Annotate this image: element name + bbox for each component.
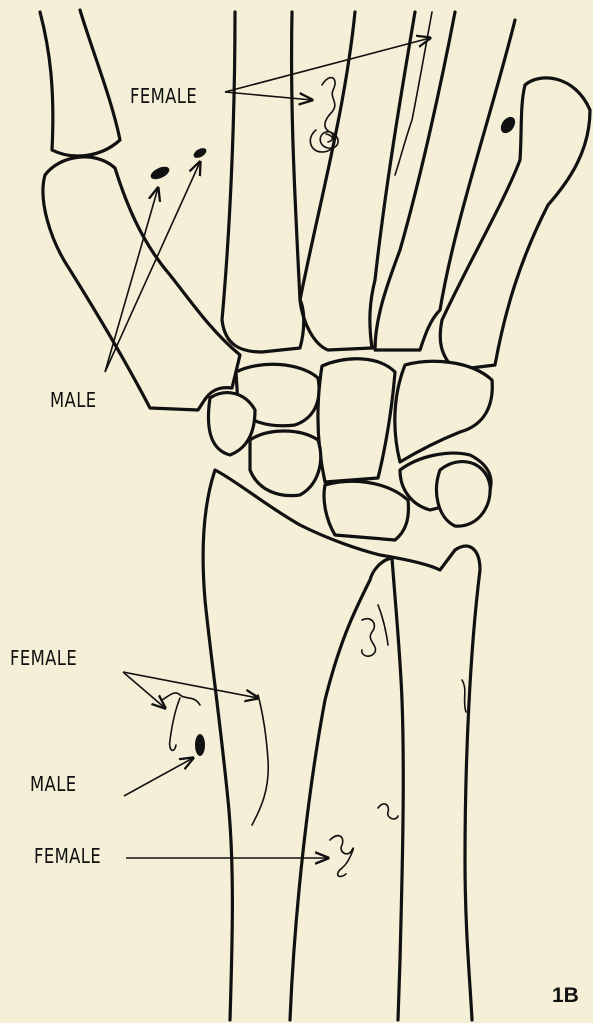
arrow-female-mid-2	[123, 672, 258, 698]
ulna	[290, 558, 403, 1020]
radius	[203, 470, 480, 1020]
arrow-male-top-2	[105, 162, 200, 372]
worm-female-bottom-2	[378, 804, 398, 819]
male-oval-3	[498, 114, 518, 136]
male-oval-1	[149, 164, 171, 182]
worm-female-radius-edge	[462, 680, 466, 712]
fourth-metacarpal	[375, 12, 515, 350]
hamate	[395, 361, 492, 462]
capitate	[318, 359, 395, 482]
trapezoid	[208, 393, 255, 455]
label-male-lower: MALE	[30, 772, 77, 796]
arrow-male-lower	[124, 758, 193, 796]
male-oval-2	[192, 146, 208, 160]
arrow-female-top-1	[225, 38, 430, 92]
first-metacarpal	[43, 157, 240, 410]
label-female-bottom: FEMALE	[34, 844, 101, 868]
worm-female-bottom	[330, 836, 353, 877]
male-oval-4	[195, 734, 205, 756]
second-metacarpal	[222, 12, 304, 352]
figure-id: 1B	[552, 984, 579, 1008]
worm-female-mid-right	[252, 695, 268, 825]
third-metacarpal	[300, 12, 415, 350]
arrow-female-top-2	[225, 92, 312, 100]
worm-female-radius-top	[362, 605, 388, 656]
label-female-top: FEMALE	[130, 84, 197, 108]
lunate	[324, 481, 408, 540]
arrow-female-mid-1	[123, 672, 165, 708]
thumb-phalanx	[40, 10, 120, 156]
label-male-top: MALE	[50, 388, 97, 412]
label-female-mid: FEMALE	[10, 646, 77, 670]
worm-female-mid-left	[162, 693, 200, 751]
scaphoid	[250, 431, 321, 496]
pisiform	[436, 462, 490, 527]
